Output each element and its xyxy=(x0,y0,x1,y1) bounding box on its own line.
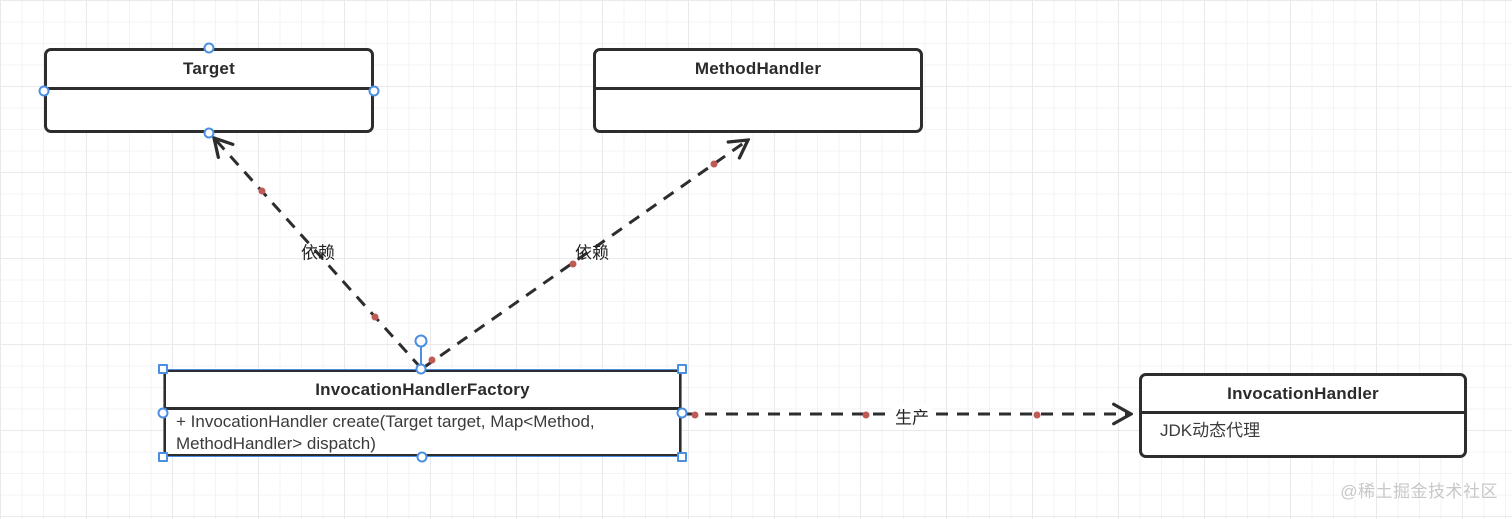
class-box-invocationhandlerfactory[interactable]: InvocationHandlerFactory + InvocationHan… xyxy=(163,369,682,457)
resize-handle-s[interactable] xyxy=(416,451,428,463)
edge-waypoint-dot[interactable] xyxy=(371,313,379,321)
resize-handle-sw[interactable] xyxy=(158,452,168,462)
class-member-line: + InvocationHandler create(Target target… xyxy=(176,412,595,431)
connection-handle-top[interactable] xyxy=(203,42,215,54)
class-box-target[interactable]: Target xyxy=(44,48,374,133)
resize-handle-n[interactable] xyxy=(415,363,427,375)
connection-handle-left[interactable] xyxy=(38,85,50,97)
edge-label-dependency-methodhandler[interactable]: 依赖 xyxy=(575,243,609,263)
connection-handle-bottom[interactable] xyxy=(203,127,215,139)
edge-waypoint-dot[interactable] xyxy=(691,411,699,419)
class-member-line: MethodHandler> dispatch) xyxy=(176,433,376,453)
rotate-handle-stem xyxy=(420,347,422,365)
rotate-handle[interactable] xyxy=(414,334,428,348)
watermark: @稀土掘金技术社区 xyxy=(1340,482,1498,501)
edge-label-dependency-target[interactable]: 依赖 xyxy=(301,243,335,263)
edge-waypoint-dot[interactable] xyxy=(1033,411,1041,419)
edge-waypoint-dot[interactable] xyxy=(569,260,577,268)
resize-handle-w[interactable] xyxy=(157,407,169,419)
edge-waypoint-dot[interactable] xyxy=(258,187,266,195)
class-title-invocationhandler: InvocationHandler xyxy=(1142,376,1464,414)
resize-handle-ne[interactable] xyxy=(677,364,687,374)
resize-handle-e[interactable] xyxy=(676,407,688,419)
edge-waypoint-dot[interactable] xyxy=(862,411,870,419)
resize-handle-nw[interactable] xyxy=(158,364,168,374)
edge-waypoint-dot[interactable] xyxy=(710,160,718,168)
dependency-edge-factory-to-target[interactable] xyxy=(214,138,423,370)
class-title-target: Target xyxy=(47,51,371,90)
class-title-invocationhandlerfactory: InvocationHandlerFactory xyxy=(166,372,679,410)
edge-waypoint-dot[interactable] xyxy=(428,356,436,364)
class-body-invocationhandlerfactory: + InvocationHandler create(Target target… xyxy=(166,410,679,454)
class-box-methodhandler[interactable]: MethodHandler xyxy=(593,48,923,133)
edge-label-produce[interactable]: 生产 xyxy=(892,403,932,429)
resize-handle-se[interactable] xyxy=(677,452,687,462)
class-box-invocationhandler[interactable]: InvocationHandler JDK动态代理 xyxy=(1139,373,1467,458)
class-member-line: JDK动态代理 xyxy=(1160,421,1261,440)
class-title-methodhandler: MethodHandler xyxy=(596,51,920,90)
connection-handle-right[interactable] xyxy=(368,85,380,97)
dependency-edge-factory-to-methodhandler[interactable] xyxy=(422,140,748,370)
